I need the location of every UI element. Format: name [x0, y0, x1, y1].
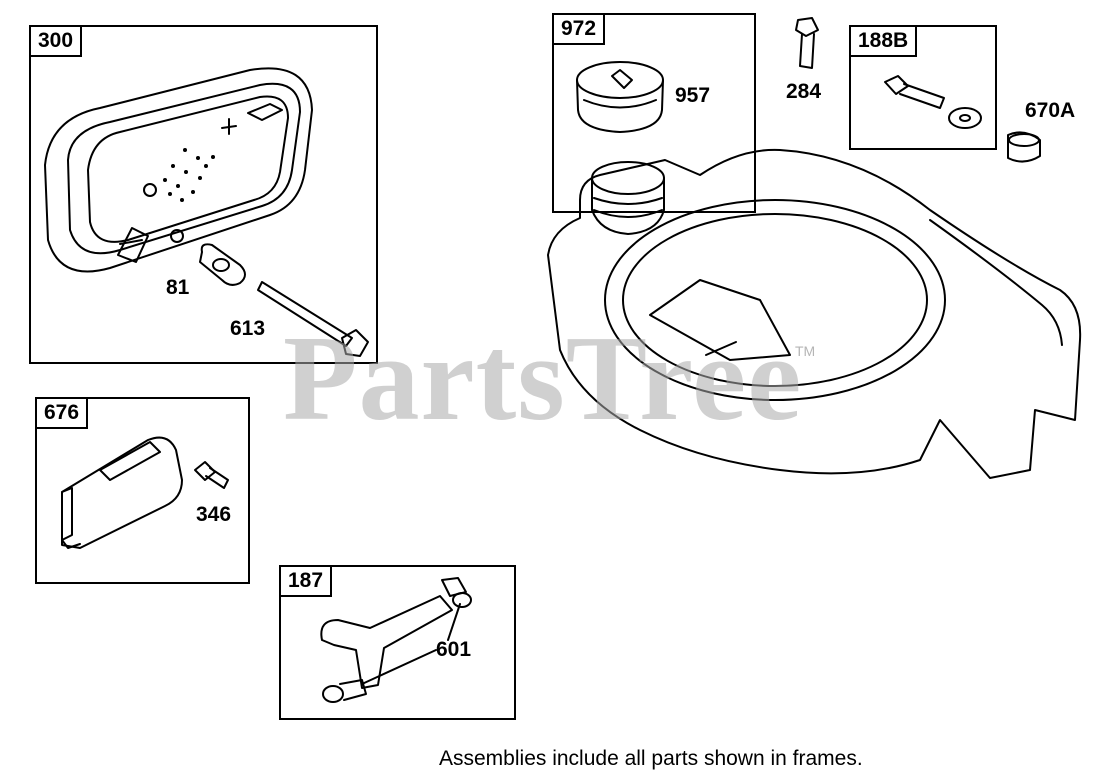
- bolt-188b-drawing: [884, 75, 982, 129]
- screw-346-drawing: [194, 461, 229, 489]
- frame-300: 300: [29, 25, 378, 364]
- frame-972: 972: [552, 13, 756, 213]
- diagram-caption: Assemblies include all parts shown in fr…: [439, 747, 863, 770]
- part-number-670a: 670A: [1025, 99, 1076, 122]
- frame-label-187: 187: [279, 565, 333, 597]
- spacer-670a-drawing: [1007, 131, 1041, 163]
- fuel-cap-drawing: [576, 61, 664, 133]
- bolt-613-drawing: [257, 281, 369, 357]
- watermark-logo: PartsTree: [283, 311, 803, 446]
- frame-676: 676: [35, 397, 250, 584]
- muffler-drawing: [44, 67, 313, 273]
- part-number-601: 601: [436, 638, 472, 661]
- part-number-613: 613: [230, 317, 266, 340]
- frame-label-676: 676: [35, 397, 89, 429]
- frame-label-972: 972: [552, 13, 606, 45]
- fuel-hose-drawing: [320, 577, 472, 703]
- frame-label-188b: 188B: [849, 25, 918, 57]
- washer-81-drawing: [199, 243, 246, 286]
- watermark-trademark: TM: [795, 343, 816, 359]
- frame-label-300: 300: [29, 25, 83, 57]
- muffler-guard-drawing: [61, 436, 183, 549]
- part-number-957: 957: [675, 84, 711, 107]
- part-number-346: 346: [196, 503, 232, 526]
- part-number-81: 81: [166, 276, 190, 299]
- part-number-284: 284: [786, 80, 822, 103]
- bolt-284-drawing: [795, 17, 819, 69]
- frame-187: 187: [279, 565, 516, 720]
- frame-188b: 188B: [849, 25, 997, 150]
- fuel-tank-housing-drawing: [547, 148, 1082, 479]
